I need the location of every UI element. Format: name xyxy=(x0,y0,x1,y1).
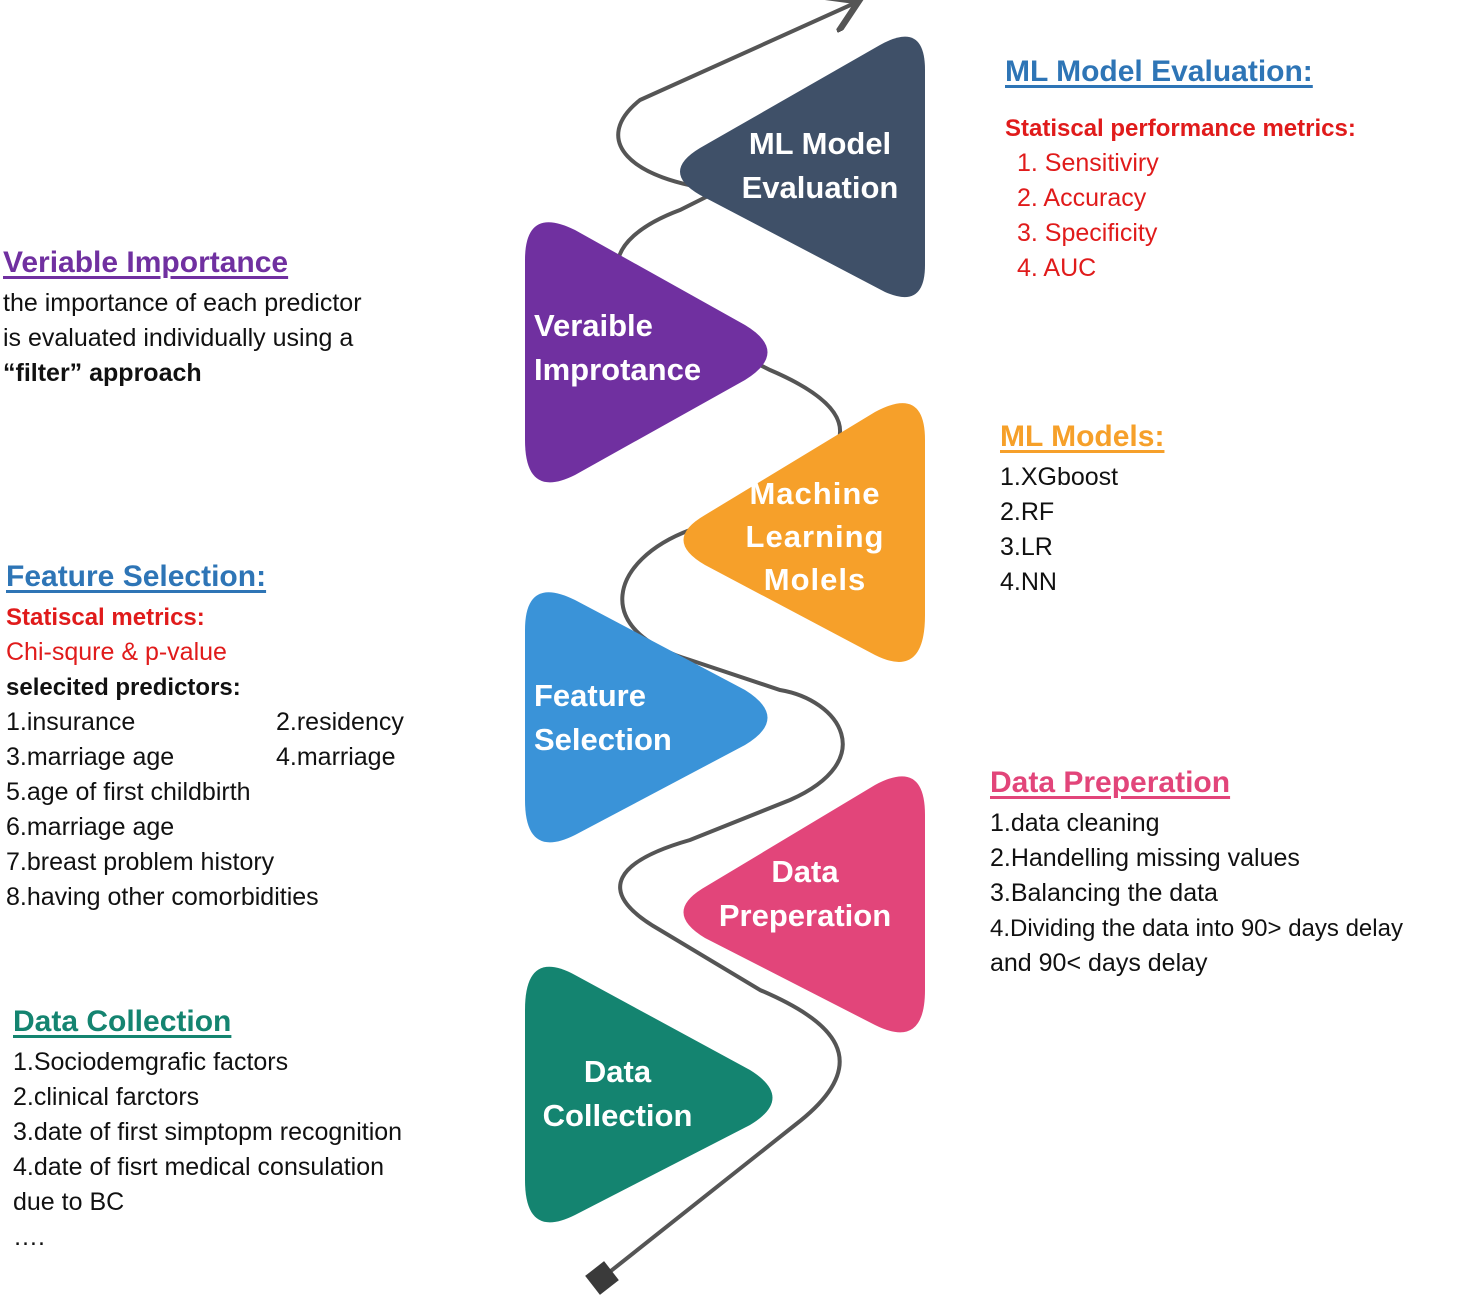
stage-label-veraible-improtance: Veraible Improtance xyxy=(534,308,702,387)
stage-label-feature-selection: Feature Selection xyxy=(534,678,672,757)
start-marker xyxy=(585,1261,619,1295)
ml-models-item: 2.RF xyxy=(1000,498,1055,526)
ml-models-item: 4.NN xyxy=(1000,568,1057,596)
feature-selection-metrics-label: Statiscal metrics: xyxy=(6,604,205,631)
data-preperation-item: and 90< days delay xyxy=(990,949,1208,977)
ml-evaluation-item: 3. Specificity xyxy=(1017,219,1158,247)
data-preperation-item: 3.Balancing the data xyxy=(990,879,1218,907)
feature-selection-item: 2.residency xyxy=(276,708,404,736)
ml-evaluation-item: 4. AUC xyxy=(1017,254,1097,282)
feature-selection-item: 8.having other comorbidities xyxy=(6,883,319,911)
stage-shape-data-preperation xyxy=(683,776,925,1033)
data-collection-item: due to BC xyxy=(13,1188,125,1216)
variable-importance-line: the importance of each predictor xyxy=(3,289,362,317)
ml-models-item: 1.XGboost xyxy=(1000,463,1119,491)
feature-selection-item: 5.age of first childbirth xyxy=(6,778,251,806)
variable-importance-line: is evaluated individually using a xyxy=(3,324,354,352)
ml-evaluation-item: 1. Sensitiviry xyxy=(1017,149,1159,177)
data-collection-panel: Data Collection 1.Sociodemgrafic factors… xyxy=(13,1005,402,1255)
ml-evaluation-panel: ML Model Evaluation: Statiscal performan… xyxy=(1005,55,1356,286)
stage-shape-ml-model-evaluation xyxy=(680,36,925,298)
data-preperation-panel: Data Preperation 1.data cleaning 2.Hande… xyxy=(990,766,1403,981)
feature-selection-title: Feature Selection: xyxy=(6,560,267,593)
stage-shape-machine-learning-molels xyxy=(683,403,925,662)
feature-selection-panel: Feature Selection: Statiscal metrics: Ch… xyxy=(6,560,404,915)
ml-evaluation-subtitle: Statiscal performance metrics: xyxy=(1005,115,1356,142)
variable-importance-title: Veriable Importance xyxy=(3,246,289,279)
data-collection-item: …. xyxy=(13,1223,45,1251)
data-collection-item: 3.date of first simptopm recognition xyxy=(13,1118,403,1146)
stage-shape-feature-selection xyxy=(525,592,768,843)
data-collection-item: 1.Sociodemgrafic factors xyxy=(13,1048,289,1076)
variable-importance-panel: Veriable Importance the importance of ea… xyxy=(3,246,362,391)
data-preperation-item: 4.Dividing the data into 90> days delay xyxy=(990,915,1403,942)
feature-selection-item: 7.breast problem history xyxy=(6,848,275,876)
ml-models-item: 3.LR xyxy=(1000,533,1053,561)
stage-label-machine-learning-molels: Machine Learning Molels xyxy=(745,476,885,597)
data-preperation-title: Data Preperation xyxy=(990,766,1231,799)
stage-shape-veraible-improtance xyxy=(525,222,768,483)
stage-label-data-preperation: Data Preperation xyxy=(718,854,892,933)
feature-selection-item: 3.marriage age xyxy=(6,743,175,771)
stage-label-ml-model-evaluation: ML Model Evaluation xyxy=(741,126,899,205)
feature-selection-item: 4.marriage xyxy=(276,743,396,771)
feature-selection-predictors-label: selecited predictors: xyxy=(6,674,241,701)
data-collection-item: 2.clinical farctors xyxy=(13,1083,200,1111)
feature-selection-metrics-value: Chi-squre & p-value xyxy=(6,638,227,666)
ml-models-panel: ML Models: 1.XGboost 2.RF 3.LR 4.NN xyxy=(1000,420,1164,600)
data-preperation-item: 2.Handelling missing values xyxy=(990,844,1300,872)
ml-evaluation-item: 2. Accuracy xyxy=(1017,184,1147,212)
winding-path xyxy=(600,3,855,1280)
stage-shape-data-collection xyxy=(525,966,773,1223)
ml-models-title: ML Models: xyxy=(1000,420,1165,453)
variable-importance-line: “filter” approach xyxy=(3,359,202,387)
feature-selection-item: 1.insurance xyxy=(6,708,136,736)
data-collection-item: 4.date of fisrt medical consulation xyxy=(13,1153,385,1181)
data-preperation-item: 1.data cleaning xyxy=(990,809,1160,837)
feature-selection-item: 6.marriage age xyxy=(6,813,175,841)
data-collection-title: Data Collection xyxy=(13,1005,232,1038)
stage-label-data-collection: Data Collection xyxy=(542,1054,693,1133)
ml-evaluation-title: ML Model Evaluation: xyxy=(1005,55,1313,88)
